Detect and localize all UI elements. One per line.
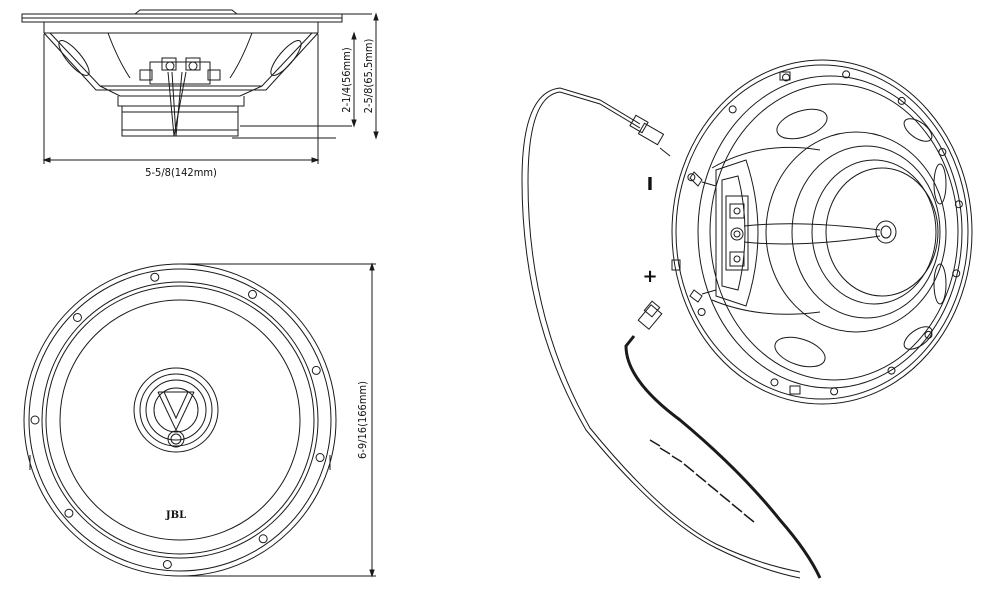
mounting-hole (72, 312, 82, 322)
width-dimension-label: 5-5/8(142mm) (145, 166, 217, 179)
negative-wire (521, 87, 801, 579)
mounting-hole (954, 200, 963, 209)
mounting-hole (315, 453, 325, 463)
mounting-hole (830, 387, 839, 396)
mounting-hole (687, 173, 696, 182)
positive-polarity-label: + (642, 266, 657, 287)
mounting-hole (64, 508, 74, 518)
mounting-hole (897, 96, 906, 105)
positive-wire (624, 335, 822, 579)
rear-perspective-view (671, 59, 973, 405)
diameter-dimension-label: 6-9/16(166mm) (356, 381, 369, 459)
mounting-hole (952, 269, 961, 278)
mounting-hole (311, 365, 321, 375)
mounting-hole (887, 366, 896, 375)
mounting-hole (924, 330, 933, 339)
mounting-hole (728, 105, 737, 114)
depth-total-dimension-label: 2-5/8(65.5mm) (362, 38, 375, 113)
mounting-hole (258, 534, 268, 544)
depth-motor-dimension-label: 2-1/4(56mm) (340, 47, 353, 113)
mounting-hole (938, 148, 947, 156)
mounting-hole (248, 289, 257, 299)
mounting-hole (770, 378, 779, 387)
jbl-logo: JBL (165, 510, 186, 521)
negative-connector (629, 114, 671, 157)
positive-connector (637, 300, 663, 330)
mounting-hole (697, 308, 706, 316)
negative-polarity-label: I (647, 174, 654, 195)
mounting-hole (162, 559, 172, 569)
front-view (23, 262, 376, 578)
side-view (21, 9, 379, 164)
mounting-hole (842, 70, 851, 79)
mounting-hole (150, 272, 160, 282)
mounting-hole (30, 415, 40, 425)
mounting-hole (782, 73, 791, 82)
